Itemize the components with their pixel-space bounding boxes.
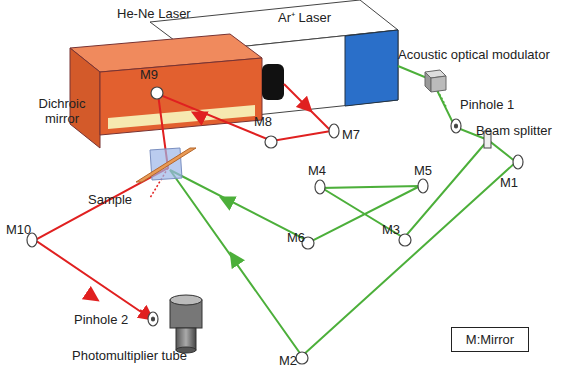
part-label: Sample bbox=[88, 192, 132, 207]
mirror-label: M6 bbox=[287, 230, 305, 245]
part-label: Photomultiplier tube bbox=[72, 348, 187, 363]
node-text: He-Ne Laser bbox=[117, 6, 191, 21]
device-label: Acoustic optical modulator bbox=[398, 47, 550, 62]
legend-box: M:Mirror bbox=[451, 327, 529, 352]
mirror-label: M1 bbox=[500, 175, 518, 190]
mirror-label: M2 bbox=[279, 353, 297, 368]
node-text: M:Mirror bbox=[458, 332, 522, 347]
laser-label: Ar⁺ Laser bbox=[278, 10, 331, 25]
part-label: Pinhole 1 bbox=[460, 97, 514, 112]
mirror-label: M9 bbox=[140, 67, 158, 82]
part-label: Pinhole 2 bbox=[74, 312, 128, 327]
mirror-label: M4 bbox=[308, 163, 326, 178]
mirror-label: M8 bbox=[254, 114, 272, 129]
mirror-label: M10 bbox=[6, 222, 31, 237]
node-text: Ar⁺ Laser bbox=[278, 10, 331, 25]
mirror-label: M5 bbox=[414, 163, 432, 178]
mirror-label: M3 bbox=[382, 222, 400, 237]
mirror-label: M7 bbox=[342, 127, 360, 142]
laser-label: He-Ne Laser bbox=[117, 6, 191, 21]
part-label: Dichroic mirror bbox=[22, 96, 102, 126]
part-label: Beam splitter bbox=[476, 123, 552, 138]
